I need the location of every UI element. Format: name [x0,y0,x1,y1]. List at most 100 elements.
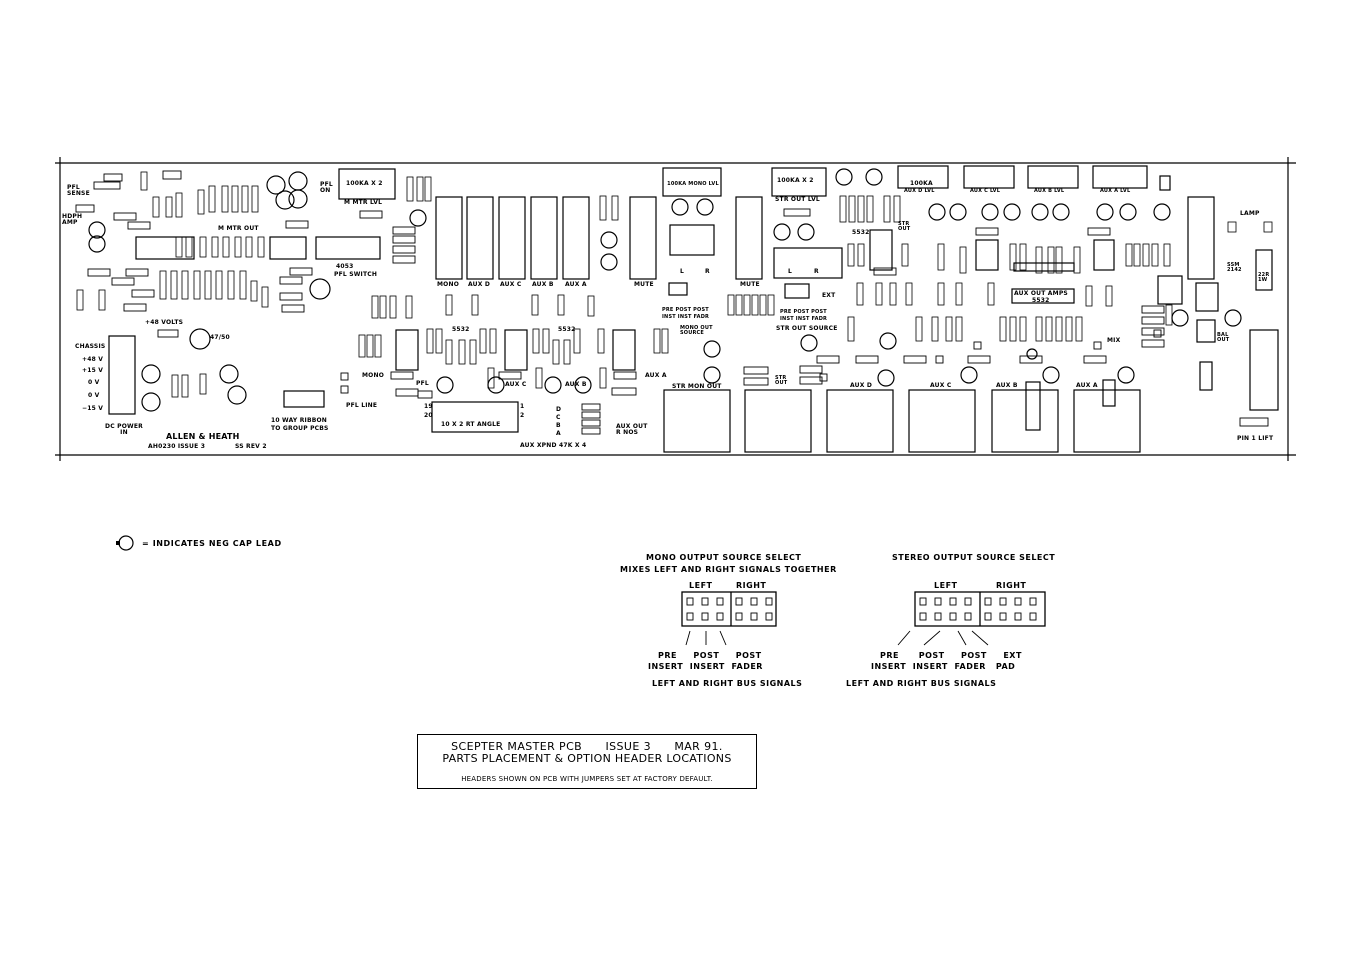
pfl-line-label: PFL LINE [346,402,378,409]
lamp-label: LAMP [1240,210,1260,217]
str-l-label: L [788,268,793,275]
ic-5532-d-label: 5532 [1032,297,1050,304]
aux-b-lvl-label: AUX B LVL [1034,188,1065,194]
rail-plus15-label: +15 V [82,367,104,374]
str-jumper-bottom-label: INST INST FADR [780,316,828,322]
mono-header-pins [685,597,773,646]
rail-minus15-label: −15 V [82,405,104,412]
fader-aux-d-label: AUX D [468,281,491,288]
ribbon-label: 10 WAY RIBBON [271,417,328,424]
pfl-sense-label: PFL SENSE [67,184,90,197]
mono-jumper-top-label: PRE POST POST [662,307,709,313]
test-points [340,329,1269,427]
aux-xpnd-label: AUX XPND 47K X 4 [520,442,587,449]
aux-b-pin-label: B [556,422,561,429]
r22r-label: 22R 1W [1258,272,1270,283]
pfl-small-label: PFL [416,380,429,387]
maker-label: ALLEN & HEATH [166,432,240,441]
ic-5532-a-label: 5532 [452,326,470,333]
fader-mono-label: MONO [437,281,459,288]
bal-out-label: BAL OUT [1217,332,1230,343]
pot-m-mtr-label: 100KA X 2 [346,180,383,187]
mono-l-label: L [680,268,685,275]
stereo-header-right: RIGHT [996,581,1027,590]
str-out-lvl-label: STR OUT LVL [775,196,820,203]
chassis-label: CHASSIS [75,343,106,350]
aux-c-out-label: AUX C [930,382,952,389]
title-line-1: SCEPTER MASTER PCB ISSUE 3 MAR 91. [451,740,723,753]
neg-cap-legend-circle [118,535,134,551]
mono-header-title: MONO OUTPUT SOURCE SELECT [646,553,802,562]
m-mtr-out-label: M MTR OUT [218,225,259,232]
fader-slots [435,196,1215,280]
m-mtr-lvl-label: M MTR LVL [344,199,383,206]
aux-c-small-label: AUX C [505,381,527,388]
neg-cap-legend-text: = INDICATES NEG CAP LEAD [142,539,282,548]
small-headers [668,175,1171,304]
aux-out-rnos-label: AUX OUT R NOS [616,423,648,436]
aux-d-lvl-label: AUX D LVL [904,188,935,194]
stereo-header-left: LEFT [934,581,958,590]
mono-header-right: RIGHT [736,581,767,590]
rail-0v-a-label: 0 V [88,379,100,386]
ssm-2142-label: SSM 2142 [1227,262,1242,273]
aux-c-pin-label: C [556,414,561,421]
pin-2-label: 2 [520,412,525,419]
rail-0v-b-label: 0 V [88,392,100,399]
title-line-2: PARTS PLACEMENT & OPTION HEADER LOCATION… [442,752,732,765]
mono-jumper-bottom-label: INST INST FADR [662,314,710,320]
fader-mute-1-label: MUTE [634,281,654,288]
mono-output-header [681,591,777,627]
str-out-ic-label: STR OUT [898,221,911,232]
aux-a-out-label: AUX A [1076,382,1098,389]
aux-b-small-label: AUX B [565,381,587,388]
mono-header-row1: PRE POST POST [658,651,762,660]
fader-aux-a-label: AUX A [565,281,587,288]
pin-20-label: 20 [424,412,433,419]
str-mon-out-label: STR MON OUT [672,383,722,390]
fader-aux-b-label: AUX B [532,281,554,288]
cap-47-50-label: 47/50 [210,334,230,341]
vertical-resistors [76,171,1273,398]
pin-19-label: 19 [424,403,433,410]
mono-out-source-label: MONO OUT SOURCE [680,325,713,336]
mono-r-label: R [705,268,710,275]
aux-c-lvl-label: AUX C LVL [970,188,1001,194]
ic-5532-b-label: 5532 [558,326,576,333]
stereo-header-bus: LEFT AND RIGHT BUS SIGNALS [846,679,997,688]
capacitors [88,168,1242,412]
stereo-header-row2: INSERT INSERT FADER PAD [871,662,1016,671]
stereo-header-pins [897,597,1037,646]
aux-a-small-label: AUX A [645,372,667,379]
aux-d-pin-label: D [556,406,562,413]
title-line-3: HEADERS SHOWN ON PCB WITH JUMPERS SET AT… [461,775,713,783]
aux-out-amps-label: AUX OUT AMPS [1014,290,1068,297]
ss-rev-label: SS REV 2 [235,443,267,450]
str-jumper-top-label: PRE POST POST [780,309,827,315]
fader-mute-2-label: MUTE [740,281,760,288]
hdph-amp-label: HDPH AMP [62,213,83,226]
aux-a-pin-label: A [556,430,561,437]
stereo-header-title: STEREO OUTPUT SOURCE SELECT [892,553,1056,562]
stereo-header-row1: PRE POST POST EXT [880,651,1022,660]
pots [338,165,1148,200]
fader-aux-c-label: AUX C [500,281,522,288]
mix-label: MIX [1107,337,1121,344]
aux-a-lvl-label: AUX A LVL [1100,188,1131,194]
pfl-switch-label: PFL SWITCH [334,271,378,278]
title-block: SCEPTER MASTER PCB ISSUE 3 MAR 91. PARTS… [417,734,757,789]
resistor-clusters [75,170,1165,435]
pot-aux-d-label: 100KA [910,180,933,187]
stereo-output-header [914,591,1046,627]
mono-header-row2: INSERT INSERT FADER [648,662,763,671]
ic-5532-c-label: 5532 [852,229,870,236]
str-r-label: R [814,268,819,275]
connectors [431,224,1141,453]
mono-lvl-pot-label: 100KA MONO LVL [667,181,719,187]
pin-1-label: 1 [520,403,525,410]
rt-angle-header-label: 10 X 2 RT ANGLE [441,421,501,428]
aux-d-out-label: AUX D [850,382,873,389]
part-number-label: AH0230 ISSUE 3 [148,443,206,450]
plus48-volts-label: +48 VOLTS [145,319,184,326]
mono-small-label: MONO [362,372,384,379]
